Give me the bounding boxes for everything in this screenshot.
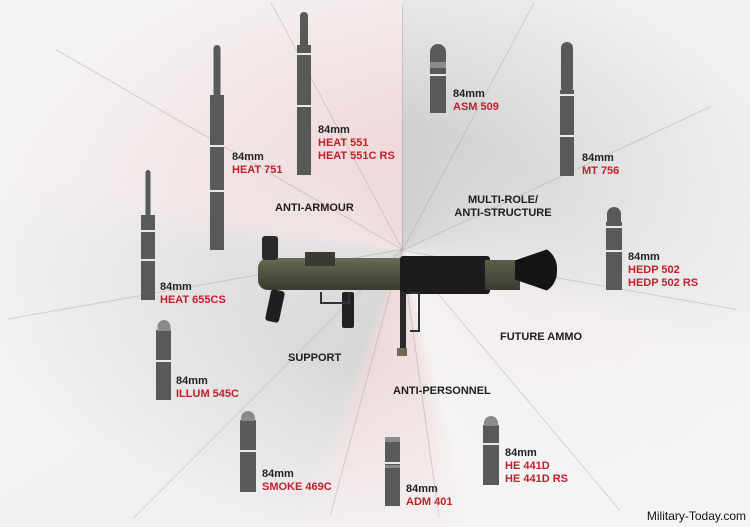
- caliber-text: 84mm: [628, 251, 660, 263]
- round-name: HEDP 502: [628, 264, 680, 276]
- round-illum-545c: [156, 320, 171, 400]
- caliber-text: 84mm: [406, 483, 438, 495]
- divider-line: [402, 5, 403, 250]
- round-asm-509: [430, 44, 446, 113]
- caliber-text: 84mm: [582, 152, 614, 164]
- round-name: SMOKE 469C: [262, 481, 332, 493]
- round-name: ADM 401: [406, 496, 453, 508]
- round-name: HE 441D: [505, 460, 550, 472]
- round-he-441d: [483, 416, 499, 485]
- round-name: ILLUM 545C: [176, 388, 239, 400]
- caliber-text: 84mm: [262, 468, 294, 480]
- round-name: HEAT 655CS: [160, 294, 226, 306]
- category-multi-role: MULTI-ROLE/ANTI-STRUCTURE: [448, 194, 558, 220]
- round-name: HEDP 502 RS: [628, 277, 699, 289]
- round-heat-655cs: [141, 170, 155, 300]
- round-smoke-469c: [240, 411, 256, 492]
- caliber-text: 84mm: [318, 124, 350, 136]
- category-line: ANTI-STRUCTURE: [454, 207, 552, 219]
- category-anti-personnel: ANTI-PERSONNEL: [393, 385, 491, 397]
- round-adm-401: [385, 437, 400, 506]
- round-mt-756: [560, 42, 574, 176]
- category-future-ammo: FUTURE AMMO: [500, 331, 583, 343]
- caliber-text: 84mm: [160, 281, 192, 293]
- caliber-text: 84mm: [232, 151, 264, 163]
- category-line: MULTI-ROLE/: [467, 194, 539, 206]
- round-heat-751: [210, 45, 224, 250]
- caliber-text: 84mm: [505, 447, 537, 459]
- round-heat-551: [297, 12, 311, 175]
- round-name: ASM 509: [453, 101, 499, 113]
- category-anti-armour: ANTI-ARMOUR: [275, 202, 354, 214]
- round-name: HEAT 751: [232, 164, 283, 176]
- round-hedp-502: [606, 207, 622, 290]
- round-name: MT 756: [582, 165, 620, 177]
- round-name: HEAT 551C RS: [318, 150, 395, 162]
- category-support: SUPPORT: [288, 352, 342, 364]
- round-name: HEAT 551: [318, 137, 369, 149]
- round-name: HE 441D RS: [505, 473, 568, 485]
- watermark: Military-Today.com: [646, 509, 746, 523]
- caliber-text: 84mm: [176, 375, 208, 387]
- caliber-text: 84mm: [453, 88, 485, 100]
